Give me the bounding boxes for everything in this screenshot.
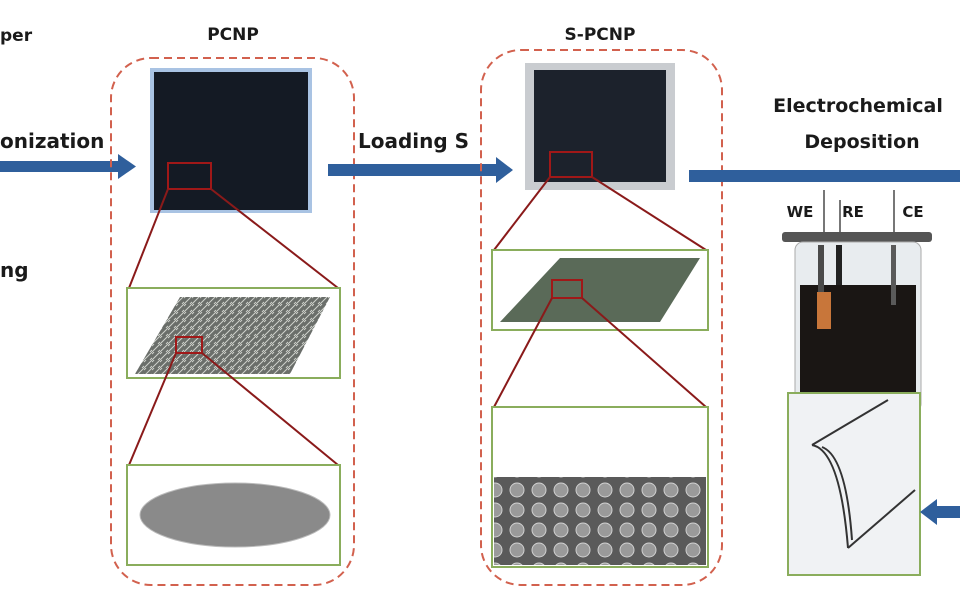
arrow-line-3	[689, 170, 960, 182]
arrow-right-1	[0, 154, 136, 179]
sulfur-coated-network-image	[500, 258, 700, 322]
we-label: WE	[787, 203, 814, 221]
electrochemical-label: Electrochemical	[773, 95, 943, 117]
hollow-fiber-image	[811, 399, 916, 549]
loading-s-label: Loading S	[358, 129, 469, 153]
carbonization-label: onization	[0, 129, 104, 153]
pcnp-dashed-box	[110, 57, 355, 586]
arrow-left	[920, 499, 960, 525]
zoom-box	[549, 151, 593, 178]
pcnp-title: PCNP	[207, 25, 259, 45]
paper-label: per	[0, 26, 33, 46]
s-pcnp-title: S-PCNP	[565, 25, 636, 45]
arrow-right-2	[328, 157, 513, 183]
fiber-network-image	[135, 297, 330, 374]
s-pcnp-dashed-box	[480, 49, 723, 586]
zoom-box	[167, 162, 212, 190]
electrochemical-cell-image	[782, 190, 932, 420]
cross-section-inset	[787, 392, 921, 576]
deposition-label: Deposition	[804, 131, 919, 153]
ce-label: CE	[902, 203, 923, 221]
single-fiber-image	[139, 482, 331, 548]
re-label: RE	[842, 203, 864, 221]
pcnp-photo	[154, 72, 308, 210]
s-pcnp-photo	[534, 70, 666, 182]
s-pcnp-sem-inset-2	[494, 477, 706, 565]
partial-label: ng	[0, 258, 29, 282]
